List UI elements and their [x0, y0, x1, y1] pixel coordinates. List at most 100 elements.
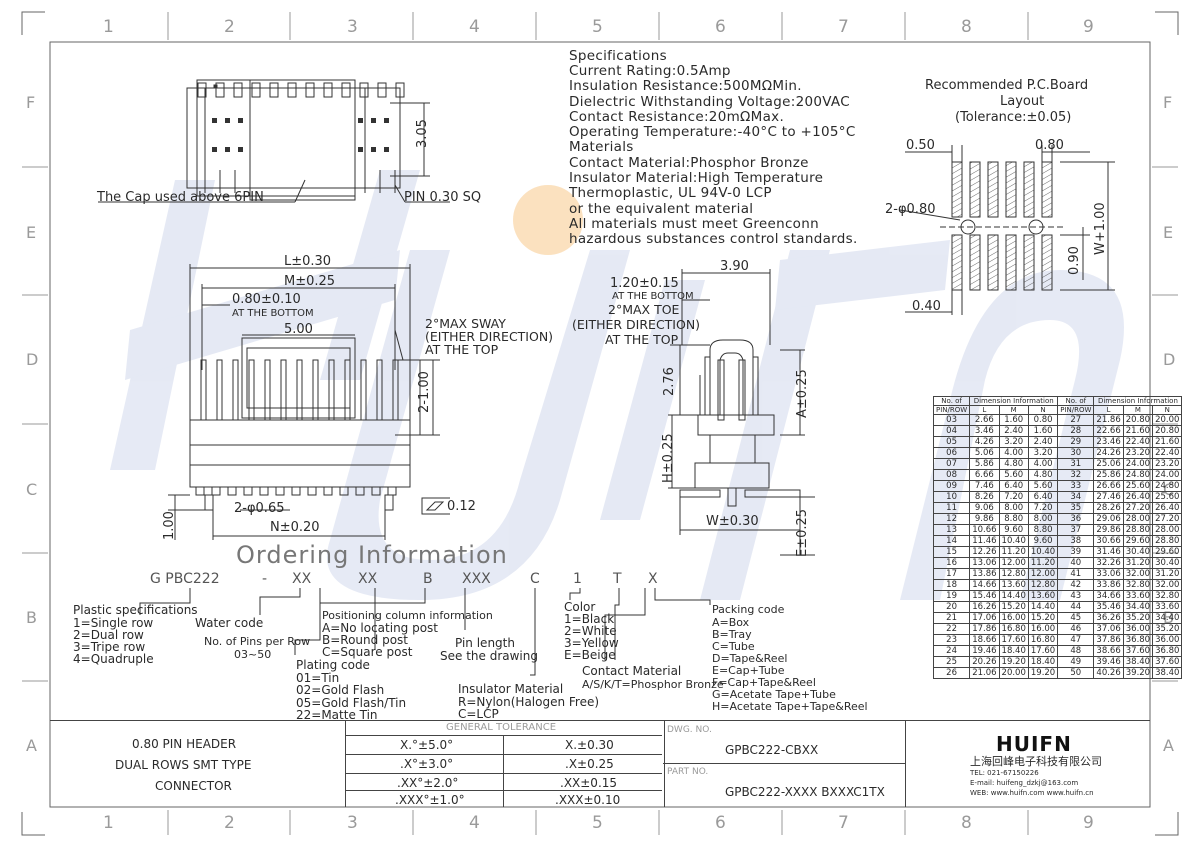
spec-line: or the equivalent material: [569, 201, 754, 217]
table-cell: 12.80: [1027, 579, 1059, 591]
table-cell: 34.66: [1093, 590, 1124, 602]
tolerance-linear: .X±0.25: [565, 757, 614, 771]
col-number: 7: [838, 17, 849, 37]
table-cell: 11.20: [998, 546, 1029, 558]
table-cell: 44: [1057, 601, 1095, 613]
table-cell: 28: [1057, 425, 1095, 437]
table-cell: 24: [932, 645, 971, 657]
order-text: C=Tube: [712, 640, 755, 653]
table-cell: 24.80: [1152, 480, 1183, 492]
row-letter: F: [1163, 93, 1173, 112]
table-header-cell: M: [1122, 405, 1154, 415]
table-cell: 33.86: [1093, 579, 1124, 591]
order-text: 05=Gold Flash/Tin: [296, 696, 407, 710]
table-header-cell: No. of: [932, 396, 971, 406]
order-pins-range: 03~50: [234, 648, 272, 661]
side-dim: 1.20±0.15: [610, 276, 679, 291]
row-letter: A: [1163, 736, 1174, 755]
table-cell: 4.80: [1027, 469, 1059, 481]
tolerance-linear: .XX±0.15: [560, 776, 618, 790]
table-cell: 34: [1057, 491, 1095, 503]
toe-note: 2°MAX TOE: [608, 302, 680, 317]
table-cell: 5.06: [969, 447, 1000, 459]
table-cell: 23: [932, 634, 971, 646]
table-cell: 20: [932, 601, 971, 613]
table-cell: 10.40: [1027, 546, 1059, 558]
spec-line: Insulator Material:High Temperature: [569, 170, 824, 186]
order-text: 02=Gold Flash: [296, 683, 385, 697]
tolerance-linear: .XXX±0.10: [555, 793, 621, 807]
col-number: 5: [592, 17, 603, 37]
table-cell: 06: [932, 447, 971, 459]
col-number: 6: [715, 17, 726, 37]
company-logo: HUIFN: [996, 732, 1072, 756]
order-contact-material: Contact Material: [582, 664, 682, 678]
sway-note: (EITHER DIRECTION): [425, 329, 554, 344]
product-name: DUAL ROWS SMT TYPE: [115, 758, 252, 772]
table-cell: 1.60: [998, 414, 1029, 426]
table-cell: 21.60: [1152, 436, 1183, 448]
table-cell: 32.00: [1152, 579, 1183, 591]
col-number: 6: [715, 813, 726, 833]
table-cell: 39: [1057, 546, 1095, 558]
code-part: XXX: [462, 571, 491, 587]
table-cell: 17.60: [1027, 645, 1059, 657]
table-cell: 13.60: [1027, 590, 1059, 602]
table-cell: 37.60: [1152, 656, 1183, 668]
pin-note: PIN 0.30 SQ: [404, 190, 482, 205]
order-text: 2=White: [564, 624, 617, 638]
table-cell: 18.40: [1027, 656, 1059, 668]
table-cell: 22.66: [1093, 425, 1124, 437]
row-letter: D: [26, 350, 39, 369]
order-water-code: Water code: [195, 616, 264, 630]
tolerance-title: GENERAL TOLERANCE: [446, 722, 557, 733]
dim-2-100: 2-1.00: [417, 371, 432, 413]
table-cell: 35: [1057, 502, 1095, 514]
side-view-drawing: [668, 269, 815, 556]
side-dim: A±0.25: [795, 369, 810, 418]
table-cell: 26.40: [1152, 502, 1183, 514]
table-cell: 15.46: [969, 590, 1000, 602]
table-cell: 23.20: [1122, 447, 1154, 459]
table-cell: 13.06: [969, 557, 1000, 569]
table-cell: 45: [1057, 612, 1095, 624]
part-label: PART NO.: [667, 767, 709, 777]
table-cell: 5.60: [1027, 480, 1059, 492]
side-dim: 3.90: [720, 259, 749, 274]
order-text: G=Acetate Tape+Tube: [712, 688, 836, 701]
table-cell: 11.46: [969, 535, 1000, 547]
table-cell: 42: [1057, 579, 1095, 591]
table-cell: 9.06: [969, 502, 1000, 514]
table-cell: 2.40: [1027, 436, 1059, 448]
title-block: [50, 720, 1150, 808]
table-cell: 18: [932, 579, 971, 591]
dwg-number: GPBC222-CBXX: [725, 743, 819, 757]
order-text: 4=Quadruple: [73, 652, 154, 666]
table-cell: 25.60: [1122, 480, 1154, 492]
table-cell: 19.20: [998, 656, 1029, 668]
table-cell: 39.46: [1093, 656, 1124, 668]
table-cell: 16.80: [998, 623, 1029, 635]
ordering-leader-lines: [139, 588, 711, 676]
top-view-drawing: [98, 79, 450, 203]
order-pins-per-row: No. of Pins per Row: [204, 635, 311, 648]
code-part: C: [530, 571, 540, 587]
table-cell: 38.66: [1093, 645, 1124, 657]
table-cell: 33.06: [1093, 568, 1124, 580]
order-text: A=Box: [712, 616, 750, 629]
table-cell: 36.00: [1152, 634, 1183, 646]
pcb-dim: 0.90: [1067, 246, 1082, 275]
table-cell: 25.06: [1093, 458, 1124, 470]
code-part: -: [262, 571, 268, 587]
spec-line: Specifications: [569, 48, 667, 64]
col-number: 4: [469, 813, 480, 833]
table-cell: 25: [932, 656, 971, 668]
sway-note: AT THE TOP: [425, 342, 499, 357]
table-cell: 48: [1057, 645, 1095, 657]
